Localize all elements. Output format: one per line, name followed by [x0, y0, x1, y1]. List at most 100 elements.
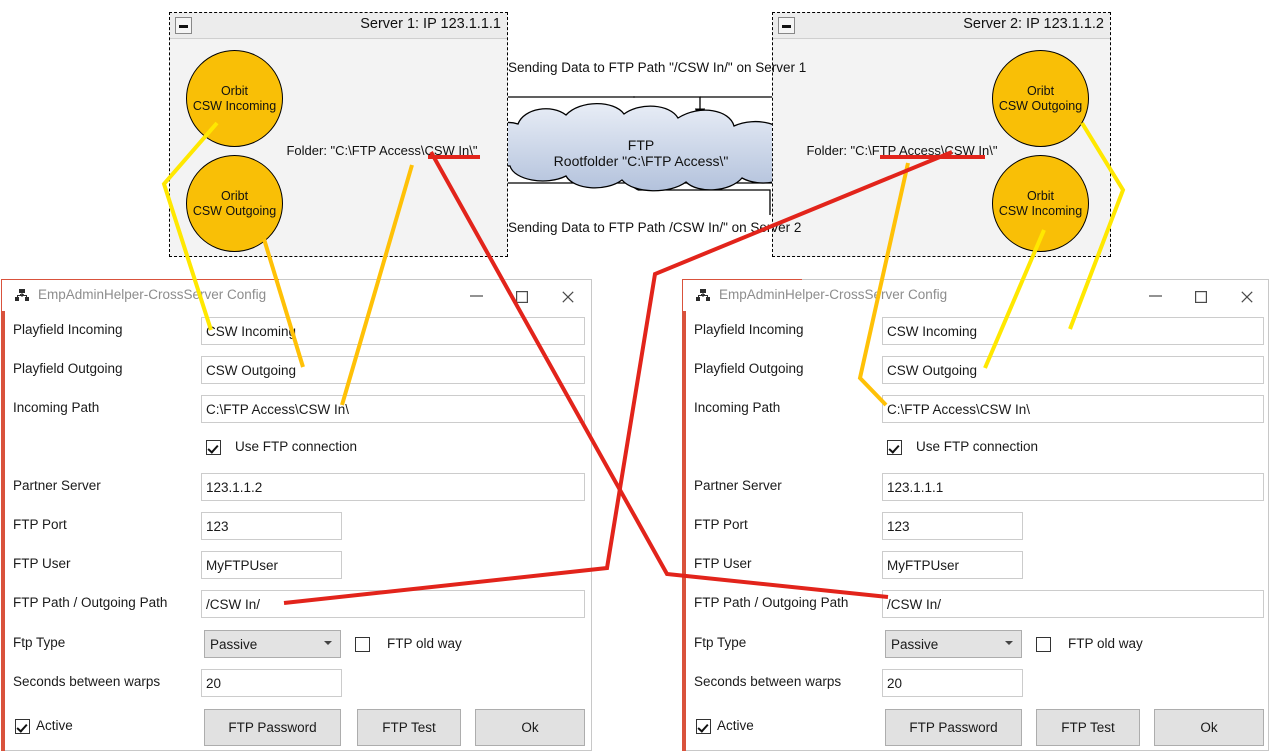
config-window-left: EmpAdminHelper-CrossServer Config Playfi…: [1, 279, 592, 751]
field-label-ftp-port: FTP Port: [13, 517, 67, 532]
server-box-2-title: Server 2: IP 123.1.1.2: [963, 16, 1104, 32]
minimize-icon[interactable]: [1133, 280, 1179, 311]
field-input-ftp-path-outgoing-path[interactable]: /CSW In/: [201, 590, 585, 618]
field-label-playfield-outgoing: Playfield Outgoing: [13, 361, 123, 376]
ftp-old-way-checkbox[interactable]: [1036, 637, 1051, 652]
field-input-seconds-between-warps[interactable]: 20: [882, 669, 1023, 697]
ftp-old-way-checkbox[interactable]: [355, 637, 370, 652]
node-label-line1: Orbit: [220, 83, 249, 98]
field-input-playfield-incoming[interactable]: CSW Incoming: [882, 317, 1264, 345]
node-label-line1: Oribt: [1026, 83, 1055, 98]
window-title: EmpAdminHelper-CrossServer Config: [719, 287, 948, 302]
active-label: Active: [36, 718, 73, 733]
folder-label-server2: Folder: "C:\FTP Access\CSW In\": [806, 142, 998, 158]
field-input-ftp-user[interactable]: MyFTPUser: [201, 551, 342, 579]
field-label-playfield-outgoing: Playfield Outgoing: [694, 361, 804, 376]
window-accent-left: [1, 279, 5, 751]
node-orbit-csw-outgoing-s2[interactable]: Oribt CSW Outgoing: [992, 50, 1089, 147]
field-label-ftp-user: FTP User: [694, 556, 752, 571]
flow-label-server1: Sending Data to FTP Path "/CSW In/" on S…: [508, 60, 807, 75]
field-input-partner-server[interactable]: 123.1.1.2: [201, 473, 585, 501]
field-input-seconds-between-warps[interactable]: 20: [201, 669, 342, 697]
node-label-line2: CSW Incoming: [998, 203, 1083, 218]
ftp-password-button[interactable]: FTP Password: [204, 709, 341, 746]
field-input-ftp-port[interactable]: 123: [882, 512, 1023, 540]
server-box-1-header: [170, 13, 507, 39]
ftp-type-select[interactable]: Passive: [885, 630, 1022, 658]
chevron-down-icon: [1005, 641, 1013, 645]
node-label-line2: CSW Incoming: [192, 98, 277, 113]
minimize-icon[interactable]: [175, 17, 192, 34]
field-label-ftp-path-outgoing-path: FTP Path / Outgoing Path: [694, 595, 849, 610]
node-orbit-csw-incoming-s1[interactable]: Orbit CSW Incoming: [186, 50, 283, 147]
node-label-line1: Orbit: [1026, 188, 1055, 203]
ftp-cloud-label: FTP Rootfolder "C:\FTP Access\": [536, 137, 746, 169]
ftp-cloud-line1: FTP: [627, 137, 655, 153]
ftp-password-button[interactable]: FTP Password: [885, 709, 1022, 746]
ok-button[interactable]: Ok: [475, 709, 585, 746]
field-input-incoming-path[interactable]: C:\FTP Access\CSW In\: [201, 395, 585, 423]
node-label-line1: Oribt: [220, 188, 249, 203]
node-orbit-csw-outgoing-s1[interactable]: Oribt CSW Outgoing: [186, 155, 283, 252]
ftp-cloud-line2: Rootfolder "C:\FTP Access\": [553, 153, 729, 169]
field-label-seconds-between-warps: Seconds between warps: [694, 674, 842, 689]
window-title: EmpAdminHelper-CrossServer Config: [38, 287, 267, 302]
title-bar[interactable]: EmpAdminHelper-CrossServer Config: [2, 280, 591, 311]
use-ftp-connection-checkbox[interactable]: [887, 440, 902, 455]
config-window-right: EmpAdminHelper-CrossServer Config Playfi…: [682, 279, 1269, 751]
app-icon: [695, 288, 711, 304]
field-label-playfield-incoming: Playfield Incoming: [694, 322, 804, 337]
ftp-type-value: Passive: [210, 637, 258, 652]
field-input-playfield-incoming[interactable]: CSW Incoming: [201, 317, 585, 345]
field-label-ftp-type: Ftp Type: [13, 635, 66, 650]
field-label-ftp-user: FTP User: [13, 556, 71, 571]
field-label-incoming-path: Incoming Path: [13, 400, 100, 415]
field-label-seconds-between-warps: Seconds between warps: [13, 674, 161, 689]
active-checkbox[interactable]: [696, 719, 711, 734]
field-input-incoming-path[interactable]: C:\FTP Access\CSW In\: [882, 395, 1264, 423]
active-label: Active: [717, 718, 754, 733]
field-input-partner-server[interactable]: 123.1.1.1: [882, 473, 1264, 501]
maximize-icon[interactable]: [1179, 280, 1225, 311]
ftp-type-select[interactable]: Passive: [204, 630, 341, 658]
maximize-icon[interactable]: [500, 280, 546, 311]
folder-label-server1: Folder: "C:\FTP Access\CSW In\": [286, 142, 478, 158]
field-label-partner-server: Partner Server: [13, 478, 101, 493]
close-icon[interactable]: [1225, 280, 1270, 311]
field-input-playfield-outgoing[interactable]: CSW Outgoing: [882, 356, 1264, 384]
ftp-test-button[interactable]: FTP Test: [1036, 709, 1140, 746]
node-label-line2: CSW Outgoing: [998, 98, 1083, 113]
node-label-line2: CSW Outgoing: [192, 203, 277, 218]
use-ftp-connection-checkbox[interactable]: [206, 440, 221, 455]
chevron-down-icon: [324, 641, 332, 645]
ftp-old-way-label: FTP old way: [1068, 636, 1143, 651]
field-input-playfield-outgoing[interactable]: CSW Outgoing: [201, 356, 585, 384]
use-ftp-connection-label: Use FTP connection: [235, 439, 358, 454]
server-box-1-title: Server 1: IP 123.1.1.1: [360, 16, 501, 32]
node-orbit-csw-incoming-s2[interactable]: Orbit CSW Incoming: [992, 155, 1089, 252]
field-input-ftp-user[interactable]: MyFTPUser: [882, 551, 1023, 579]
server-box-2-header: [773, 13, 1110, 39]
field-label-playfield-incoming: Playfield Incoming: [13, 322, 123, 337]
field-label-ftp-type: Ftp Type: [694, 635, 747, 650]
use-ftp-connection-label: Use FTP connection: [916, 439, 1039, 454]
minimize-icon[interactable]: [454, 280, 500, 311]
field-label-incoming-path: Incoming Path: [694, 400, 781, 415]
field-input-ftp-port[interactable]: 123: [201, 512, 342, 540]
ok-button[interactable]: Ok: [1154, 709, 1264, 746]
field-input-ftp-path-outgoing-path[interactable]: /CSW In/: [882, 590, 1264, 618]
active-checkbox[interactable]: [15, 719, 30, 734]
field-label-partner-server: Partner Server: [694, 478, 782, 493]
flow-label-server2: Sending Data to FTP Path /CSW In/" on Se…: [508, 220, 802, 235]
network-diagram: Server 1: IP 123.1.1.1 Server 2: IP 123.…: [0, 0, 1270, 280]
minimize-icon[interactable]: [778, 17, 795, 34]
ftp-old-way-label: FTP old way: [387, 636, 462, 651]
ftp-type-value: Passive: [891, 637, 939, 652]
close-icon[interactable]: [546, 280, 592, 311]
window-accent-left: [682, 279, 686, 751]
ftp-test-button[interactable]: FTP Test: [357, 709, 461, 746]
field-label-ftp-path-outgoing-path: FTP Path / Outgoing Path: [13, 595, 168, 610]
field-label-ftp-port: FTP Port: [694, 517, 748, 532]
title-bar[interactable]: EmpAdminHelper-CrossServer Config: [683, 280, 1268, 311]
